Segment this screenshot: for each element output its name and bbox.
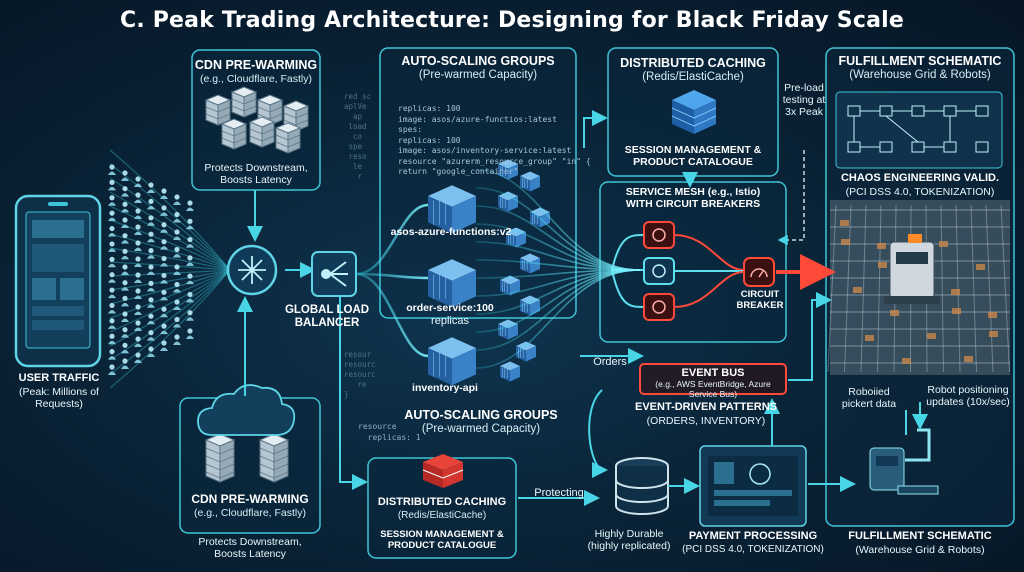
event-bus-panel: [639, 363, 787, 395]
connectors: [237, 110, 928, 506]
code-line: return "google_container": [398, 167, 519, 176]
user-traffic-sub: (Peak: Millions of Requests): [19, 386, 99, 411]
cache-bottom-note: SESSION MANAGEMENT & PRODUCT CATALOGUE: [380, 529, 504, 551]
robot-data-left: Roboiied pickert data: [841, 386, 897, 411]
fulfillment-bottom-sub: (Warehouse Grid & Robots): [855, 544, 985, 556]
code-line: spes:: [398, 125, 423, 134]
cache-bottom-title: DISTRIBUTED CACHING: [377, 496, 507, 508]
fulfillment-bottom-title: FULFILLMENT SCHEMATIC: [848, 530, 992, 542]
event-bus-title: EVENT BUS: [681, 367, 745, 379]
cache-top-title: DISTRIBUTED CACHING: [620, 56, 766, 70]
user-crowd-icon: [108, 164, 194, 375]
event-patterns-sub: (ORDERS, INVENTORY): [646, 415, 766, 427]
page-title: C. Peak Trading Architecture: Designing …: [119, 8, 905, 33]
service-label-order: order-service:100: [406, 302, 494, 314]
chaos-sub: (PCI DSS 4.0, TOKENIZATION): [845, 186, 995, 198]
asg-bottom-title: AUTO-SCALING GROUPS: [404, 408, 558, 422]
event-bus-sub: (e.g., AWS EventBridge, Azure Service Bu…: [655, 379, 771, 399]
warehouse-grid-schematic: [835, 91, 1003, 169]
preload-dashed-link: [777, 150, 805, 246]
robot-pickup-icon: [869, 428, 939, 495]
cache-top-sub: (Redis/ElastiCache): [642, 71, 744, 83]
cdn-bottom-sub: (e.g., Cloudflare, Fastly): [193, 507, 307, 519]
robot-icon: [884, 234, 940, 304]
orders-label: Orders: [593, 356, 627, 368]
circuit-breaker-icon: [743, 257, 775, 287]
smartphone-icon: [14, 194, 102, 368]
background-code-lower: resour resourc resourc re }: [344, 350, 376, 399]
fulfillment-top-sub: (Warehouse Grid & Robots): [849, 69, 991, 81]
mesh-node-red-bottom: [643, 293, 675, 321]
code-line: image: asos/azure-functios:latest: [398, 114, 557, 124]
payment-sub: (PCI DSS 4.0, TOKENIZATION): [682, 544, 824, 555]
payment-title: PAYMENT PROCESSING: [688, 530, 818, 542]
mesh-node-red-top: [643, 221, 675, 249]
database-icon: [615, 457, 669, 515]
asg-bottom-code: resource replicas: 1: [358, 422, 421, 443]
cloud-icon: [197, 384, 296, 436]
cache-bottom-sub: (Redis/ElastiCache): [397, 510, 487, 521]
distributed-cache-icon: [671, 90, 717, 134]
asg-top-sub: (Pre-warmed Capacity): [418, 69, 538, 81]
service-mesh-title: SERVICE MESH (e.g., Istio) WITH CIRCUIT …: [625, 186, 761, 211]
cdn-top-note: Protects Downstream, Boosts Latency: [204, 162, 308, 187]
service-label-replicas: replicas: [431, 315, 469, 327]
background-code: red sc aplVe ap load co spe reso le r: [344, 92, 372, 181]
load-balancer-label: GLOBAL LOAD BALANCER: [284, 304, 370, 330]
fulfillment-top-title: FULFILLMENT SCHEMATIC: [838, 54, 1002, 68]
database-note: Highly Durable (highly replicated): [587, 528, 671, 553]
user-traffic-title: USER TRAFFIC: [18, 372, 100, 384]
service-label-inventory: inventory-api: [412, 382, 478, 394]
robot-data-right: Robot positioning updates (10x/sec): [926, 384, 1010, 409]
code-line: replicas: 100: [398, 104, 461, 113]
code-line: resource: [358, 422, 397, 431]
cdn-bottom-title: CDN PRE-WARMING: [191, 492, 309, 506]
asg-bottom-sub: (Pre-warmed Capacity): [421, 423, 541, 435]
code-line: replicas: 100: [398, 135, 461, 145]
server-stack-icon: [204, 86, 310, 483]
chaos-title: CHAOS ENGINEERING VALID.: [840, 172, 1000, 184]
protecting-label: Protecting: [534, 487, 584, 499]
asg-top-title: AUTO-SCALING GROUPS: [401, 54, 555, 68]
load-balancer-icon: [311, 251, 357, 297]
code-line: image: asos/inventory-service:latest: [398, 146, 572, 155]
preload-label: Pre-load testing at 3x Peak: [782, 82, 826, 119]
circuit-breaker-label: CIRCUIT BREAKER: [736, 289, 784, 311]
redis-icon: [422, 454, 464, 488]
mesh-node-blue-mid: [643, 257, 675, 285]
service-label-functions: asos-azure-functions:v2: [390, 226, 512, 238]
cache-top-note: SESSION MANAGEMENT & PRODUCT CATALOGUE: [624, 144, 762, 169]
router-hub-icon: [226, 244, 278, 296]
asg-top-panel: [379, 47, 577, 319]
asg-config-code: replicas: 100 image: asos/azure-functios…: [398, 104, 591, 178]
cdn-top-sub: (e.g., Cloudflare, Fastly): [199, 73, 313, 85]
event-patterns-title: EVENT-DRIVEN PATTERNS: [635, 401, 777, 413]
cdn-top-title: CDN PRE-WARMING: [194, 58, 318, 72]
container-cubes: [428, 159, 550, 386]
code-line: replicas: 1: [367, 432, 421, 442]
cdn-bottom-note: Protects Downstream, Boosts Latency: [198, 536, 302, 561]
code-line: resource "azurerm_resource_group" "in" {: [398, 156, 591, 166]
